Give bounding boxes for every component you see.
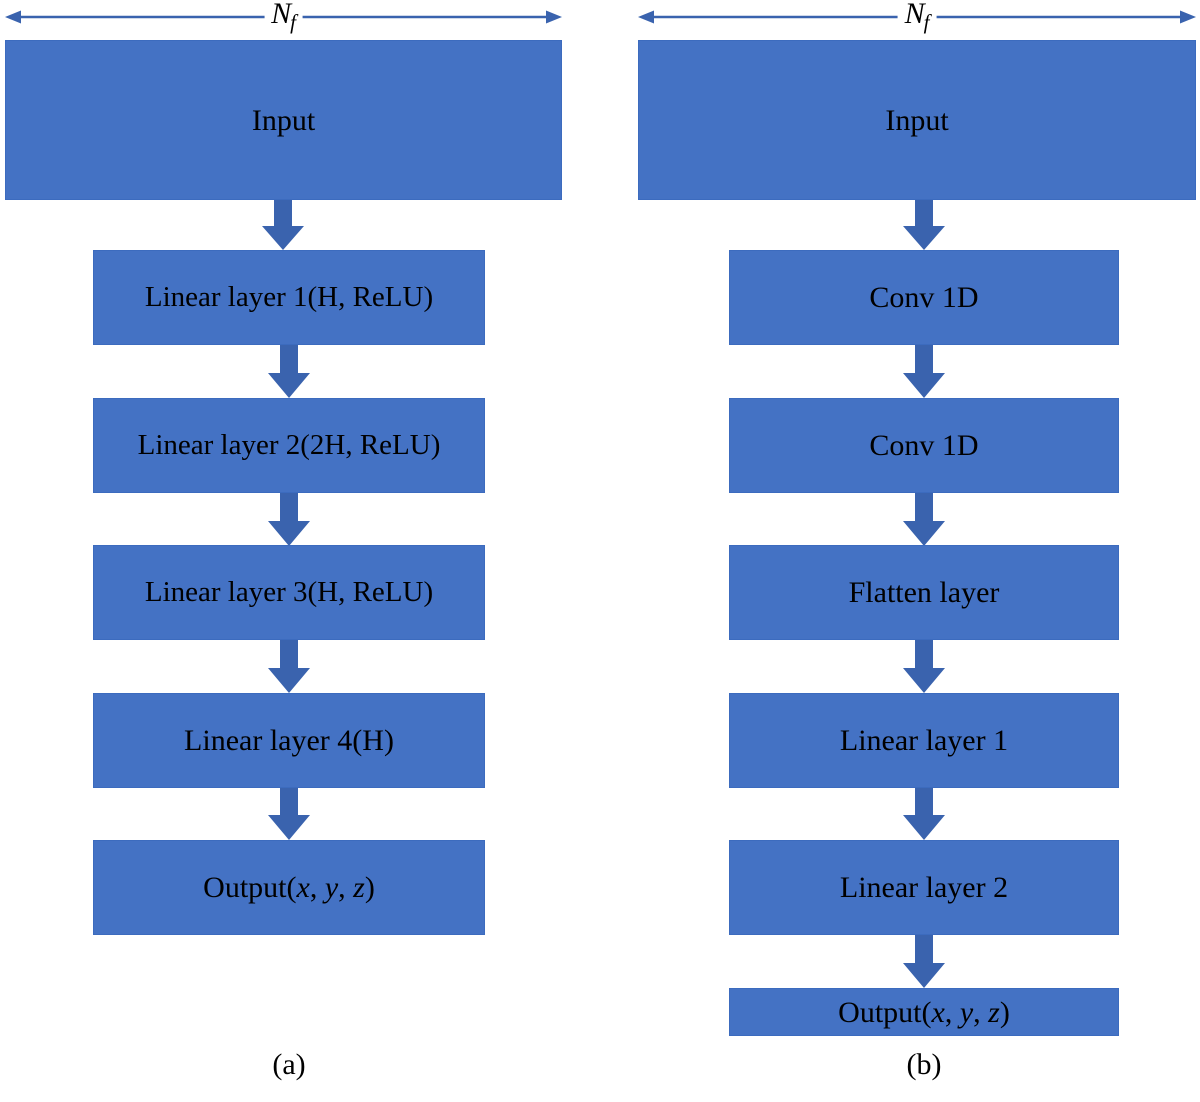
panel-b-output-block[interactable]: Output(x, y, z) (729, 988, 1119, 1036)
panel-a-caption-text: (a) (272, 1048, 306, 1081)
panel-b-block-1-label: Conv 1D (869, 281, 979, 314)
dimension-label-a: Nf (264, 0, 303, 35)
panel-b-block-5[interactable]: Linear layer 2 (729, 840, 1119, 935)
panel-a-input-block[interactable]: Input (5, 40, 562, 200)
panel-b-flow-arrow-3 (903, 493, 945, 546)
panel-a-block-1-label: Linear layer 1(H, ReLU) (144, 280, 434, 313)
panel-b-block-3[interactable]: Flatten layer (729, 545, 1119, 640)
panel-a-block-1[interactable]: Linear layer 1(H, ReLU) (93, 250, 485, 345)
panel-a-output-sep-2: , (338, 871, 354, 904)
dimension-label-a-sub: f (290, 10, 296, 35)
panel-b-block-3-label: Flatten layer (848, 576, 1000, 609)
panel-a-caption: (a) (193, 1048, 385, 1082)
dimension-label-b-main: N (904, 0, 925, 30)
panel-a-output-block[interactable]: Output(x, y, z) (93, 840, 485, 935)
panel-b-output-prefix: Output( (838, 995, 932, 1029)
panel-a-input-label: Input (251, 103, 316, 137)
panel-b-caption: (b) (828, 1048, 1020, 1082)
panel-a-block-2[interactable]: Linear layer 2(2H, ReLU) (93, 398, 485, 493)
panel-a-output-suffix: ) (364, 871, 375, 904)
panel-a-output-label: Output(x, y, z) (203, 871, 375, 904)
panel-b-flow-arrow-1 (903, 200, 945, 250)
panel-a-output-var-x: x (296, 871, 310, 904)
panel-b-output-label: Output(x, y, z) (838, 996, 1010, 1029)
panel-b-flow-arrow-6 (903, 935, 945, 988)
panel-a-output-sep-1: , (309, 871, 325, 904)
panel-b-output-var-x: x (931, 995, 945, 1029)
panel-b-input-block[interactable]: Input (638, 40, 1196, 200)
panel-b-block-1[interactable]: Conv 1D (729, 250, 1119, 345)
dimension-arrow-panel-a: Nf (5, 0, 562, 36)
panel-b-block-2[interactable]: Conv 1D (729, 398, 1119, 493)
panel-b-flow-arrow-2 (903, 345, 945, 398)
panel-b-output-sep-1: , (944, 995, 960, 1029)
panel-a-flow-arrow-3 (268, 493, 310, 546)
panel-a-block-3[interactable]: Linear layer 3(H, ReLU) (93, 545, 485, 640)
panel-a-block-4-label: Linear layer 4(H) (184, 724, 394, 757)
panel-b-output-sep-2: , (973, 995, 989, 1029)
panel-b-output-suffix: ) (999, 995, 1010, 1029)
panel-b-output-var-y: y (959, 995, 974, 1029)
dimension-arrow-panel-b: Nf (638, 0, 1196, 36)
panel-a-output-prefix: Output( (203, 871, 297, 904)
panel-b-block-5-label: Linear layer 2 (839, 871, 1009, 904)
panel-b-flow-arrow-4 (903, 640, 945, 693)
panel-a-flow-arrow-1 (262, 200, 304, 250)
panel-b-flow-arrow-5 (903, 788, 945, 840)
dimension-label-b-sub: f (923, 10, 930, 35)
panel-b-output-var-z: z (988, 995, 1000, 1029)
panel-b-input-label: Input (885, 103, 949, 137)
panel-a-flow-arrow-2 (268, 345, 310, 398)
panel-a-block-2-label: Linear layer 2(2H, ReLU) (137, 428, 441, 461)
panel-a-output-var-z: z (353, 871, 365, 904)
dimension-label-b: Nf (897, 0, 937, 35)
panel-b-block-2-label: Conv 1D (869, 429, 979, 462)
panel-a-flow-arrow-5 (268, 788, 310, 840)
panel-a-output-var-y: y (324, 871, 339, 904)
panel-a-flow-arrow-4 (268, 640, 310, 693)
panel-a-block-3-label: Linear layer 3(H, ReLU) (144, 575, 434, 608)
dimension-label-a-main: N (271, 0, 292, 30)
panel-b-block-4-label: Linear layer 1 (839, 724, 1009, 757)
panel-b-block-4[interactable]: Linear layer 1 (729, 693, 1119, 788)
panel-b-caption-text: (b) (906, 1048, 942, 1081)
panel-a-block-4[interactable]: Linear layer 4(H) (93, 693, 485, 788)
